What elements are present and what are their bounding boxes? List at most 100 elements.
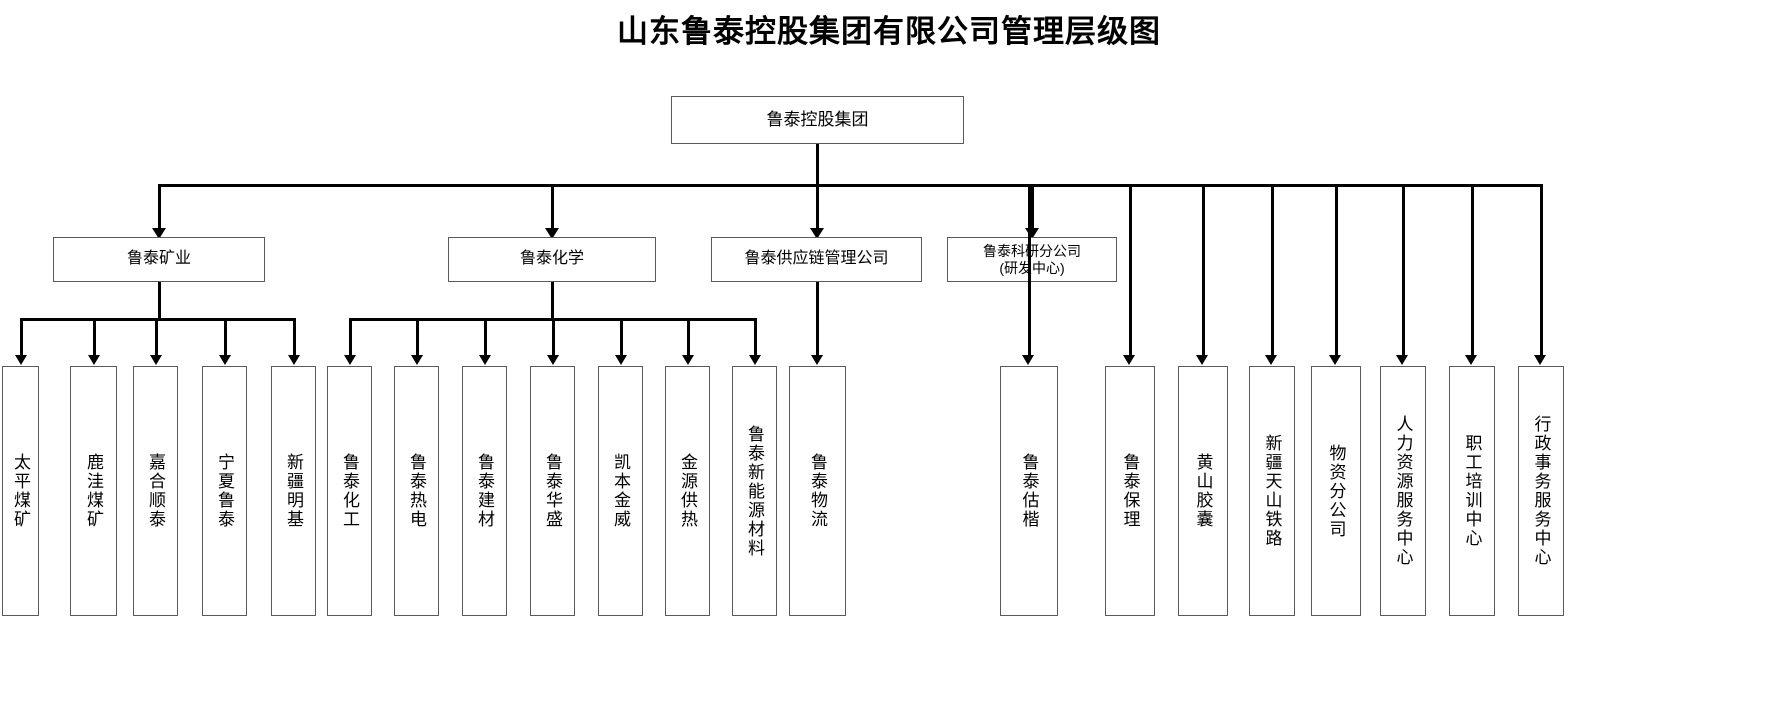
connector-drop-tianshan <box>1271 184 1274 358</box>
connector-mining-stem <box>158 282 161 320</box>
node-label: 鲁泰建材 <box>475 453 494 529</box>
connector-drop-wuzi <box>1335 184 1338 358</box>
node-xinjiang-tianshan-railway[interactable]: 新疆天山铁路 <box>1249 366 1295 616</box>
node-luthai-huasheng[interactable]: 鲁泰华盛 <box>530 366 575 616</box>
node-label: 人力资源服务中心 <box>1393 415 1413 567</box>
arrowhead-tianshan <box>1265 355 1277 365</box>
arrowhead-xinnengyuan <box>749 355 761 365</box>
connector-drop-wuliu <box>816 282 819 358</box>
node-jiaheshuntai[interactable]: 嘉合顺泰 <box>133 366 178 616</box>
node-luthai-factoring[interactable]: 鲁泰保理 <box>1105 366 1155 616</box>
node-label: 鲁泰物流 <box>808 453 827 529</box>
arrowhead-supplychain <box>810 228 824 239</box>
node-root-group[interactable]: 鲁泰控股集团 <box>671 96 964 144</box>
connector-root-stem <box>816 144 819 186</box>
node-label-line1: 鲁泰科研分公司 <box>983 243 1081 260</box>
connector-drop-ningxia <box>224 318 227 358</box>
node-label: 鲁泰新能源材料 <box>745 424 764 558</box>
node-label: 鲁泰矿业 <box>126 250 191 268</box>
arrowhead-luwa <box>88 355 100 365</box>
node-luthai-chemical-industry[interactable]: 鲁泰化工 <box>327 366 372 616</box>
arrowhead-redian <box>411 355 423 365</box>
node-label: 鲁泰估楷 <box>1019 453 1039 529</box>
connector-drop-gugai <box>1028 184 1031 358</box>
connector-drop-peixun <box>1471 184 1474 358</box>
node-label: 太平煤矿 <box>11 453 30 529</box>
connector-drop-renli <box>1402 184 1405 358</box>
node-label: 鲁泰化学 <box>519 250 584 268</box>
node-luthai-new-energy-materials[interactable]: 鲁泰新能源材料 <box>732 366 777 616</box>
node-luthai-thermal-power[interactable]: 鲁泰热电 <box>394 366 439 616</box>
connector-chemical-stem <box>551 282 554 320</box>
connector-drop-jiaheshuntai <box>155 318 158 358</box>
connector-mining-bus <box>20 318 296 321</box>
arrowhead-wuzi <box>1329 355 1341 365</box>
node-label: 鲁泰化工 <box>340 453 359 529</box>
arrowhead-huagong <box>344 355 356 365</box>
arrowhead-wuliu <box>811 355 823 365</box>
arrowhead-jiancai <box>479 355 491 365</box>
connector-drop-luwa <box>93 318 96 358</box>
node-label: 物资分公司 <box>1326 443 1346 539</box>
page-title: 山东鲁泰控股集团有限公司管理层级图 <box>617 14 1161 49</box>
node-luthai-chemical[interactable]: 鲁泰化学 <box>448 237 656 282</box>
node-label: 鲁泰保理 <box>1120 453 1140 529</box>
arrowhead-jiaheshuntai <box>150 355 162 365</box>
connector-main-bus <box>158 184 1543 187</box>
node-jinyuan-heating[interactable]: 金源供热 <box>665 366 710 616</box>
node-label: 职工培训中心 <box>1462 434 1482 548</box>
node-label: 凯本金威 <box>611 453 630 529</box>
node-luthai-logistics[interactable]: 鲁泰物流 <box>789 366 846 616</box>
node-luthai-building-materials[interactable]: 鲁泰建材 <box>462 366 507 616</box>
arrowhead-xingzheng <box>1534 355 1546 365</box>
node-label: 宁夏鲁泰 <box>215 453 234 529</box>
node-admin-affairs-service-center[interactable]: 行政事务服务中心 <box>1518 366 1564 616</box>
node-luthai-supplychain[interactable]: 鲁泰供应链管理公司 <box>711 237 922 282</box>
node-kaiben-jinwei[interactable]: 凯本金威 <box>598 366 643 616</box>
node-xinjiang-mingji[interactable]: 新疆明基 <box>271 366 316 616</box>
arrowhead-mining <box>152 228 166 239</box>
arrowhead-ningxia <box>219 355 231 365</box>
connector-drop-research <box>1031 184 1034 231</box>
arrowhead-kaibenjinwei <box>615 355 627 365</box>
connector-drop-kaibenjinwei <box>620 318 623 358</box>
node-label: 新疆明基 <box>284 453 303 529</box>
connector-drop-huasheng <box>552 318 555 358</box>
node-label: 鲁泰控股集团 <box>766 110 869 130</box>
connector-drop-redian <box>416 318 419 358</box>
node-label: 行政事务服务中心 <box>1531 415 1551 567</box>
node-huangshan-capsule[interactable]: 黄山胶囊 <box>1178 366 1228 616</box>
connector-drop-chemical <box>551 184 554 231</box>
connector-drop-jinyuan <box>687 318 690 358</box>
node-label: 嘉合顺泰 <box>146 453 165 529</box>
node-label: 黄山胶囊 <box>1193 453 1213 529</box>
node-staff-training-center[interactable]: 职工培训中心 <box>1449 366 1495 616</box>
connector-drop-supplychain <box>816 184 819 231</box>
arrowhead-research <box>1025 228 1039 239</box>
arrowhead-xinjiangmingji <box>288 355 300 365</box>
arrowhead-baoli <box>1123 355 1135 365</box>
connector-drop-huagong <box>349 318 352 358</box>
node-luwa-coal-mine[interactable]: 鹿洼煤矿 <box>70 366 117 616</box>
node-ningxia-luthai[interactable]: 宁夏鲁泰 <box>202 366 247 616</box>
arrowhead-jinyuan <box>682 355 694 365</box>
connector-drop-mining <box>158 184 161 231</box>
connector-drop-xingzheng <box>1540 184 1543 358</box>
arrowhead-huasheng <box>547 355 559 365</box>
node-hr-service-center[interactable]: 人力资源服务中心 <box>1380 366 1426 616</box>
connector-drop-baoli <box>1129 184 1132 358</box>
arrowhead-gugai <box>1022 355 1034 365</box>
arrowhead-peixun <box>1465 355 1477 365</box>
node-label: 鲁泰华盛 <box>543 453 562 529</box>
node-label: 鲁泰热电 <box>407 453 426 529</box>
connector-drop-xinjiangmingji <box>293 318 296 358</box>
node-label: 鹿洼煤矿 <box>84 453 103 529</box>
node-luthai-research[interactable]: 鲁泰科研分公司 (研发中心) <box>947 237 1117 282</box>
node-luthai-mining[interactable]: 鲁泰矿业 <box>53 237 265 282</box>
node-materials-branch[interactable]: 物资分公司 <box>1311 366 1361 616</box>
node-taiping-coal-mine[interactable]: 太平煤矿 <box>2 366 39 616</box>
node-label-line2: (研发中心) <box>999 259 1065 276</box>
connector-drop-jiancai <box>484 318 487 358</box>
node-luthai-gugai[interactable]: 鲁泰估楷 <box>1000 366 1058 616</box>
